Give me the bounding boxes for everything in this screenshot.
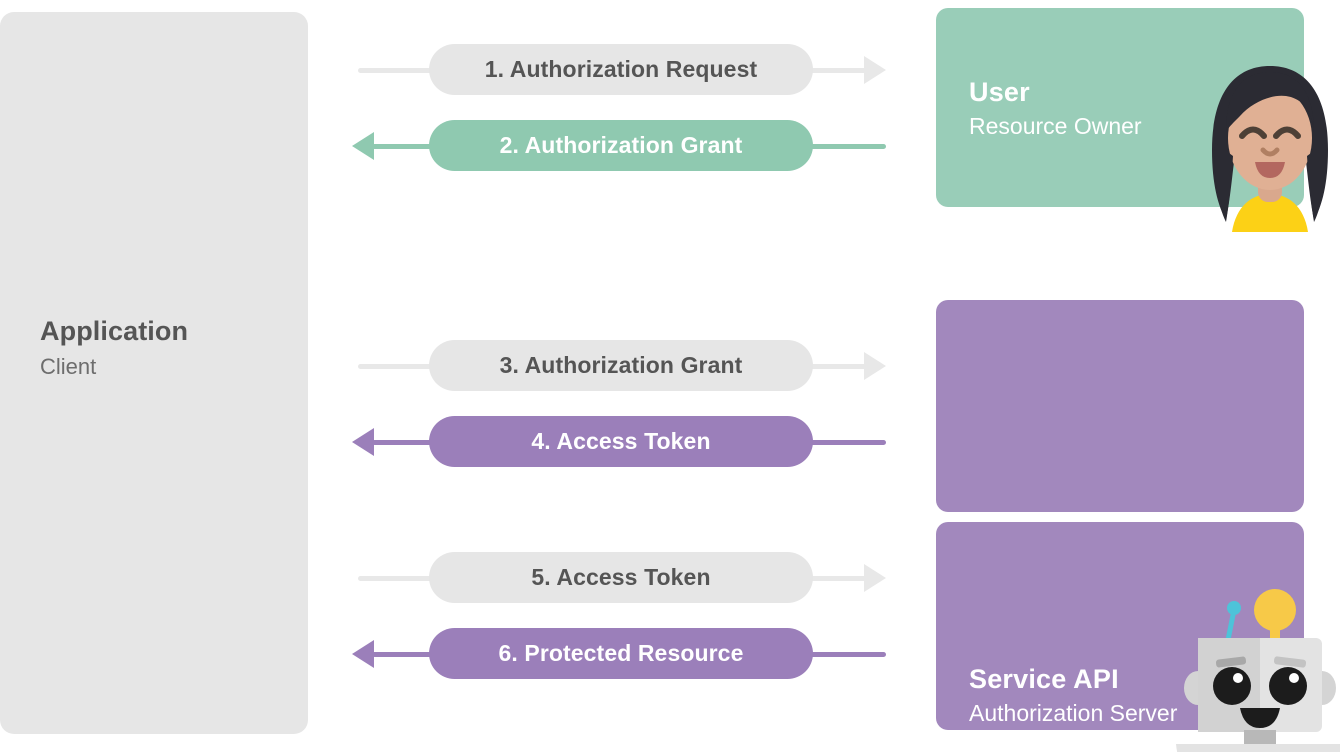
client-application-label-group: Application Client: [40, 315, 290, 381]
flow-1-arrowhead-right-icon: [864, 56, 886, 84]
client-application-panel: Application Client: [0, 12, 308, 734]
client-application-title: Application: [40, 316, 189, 346]
flow-4-line-neck: [810, 440, 886, 445]
flow-6-arrowhead-left-icon: [352, 640, 374, 668]
flow-3-line-tail: [358, 364, 432, 369]
flow-1-line-neck: [810, 68, 870, 73]
actor-box-authorization-server: Service API Authorization Server: [936, 300, 1304, 726]
user-label-group: User Resource Owner: [969, 76, 1142, 142]
flow-2-label: 2. Authorization Grant: [499, 132, 743, 158]
flow-6-label: 6. Protected Resource: [498, 640, 744, 666]
flow-pill-1[interactable]: 1. Authorization Request: [429, 44, 813, 95]
flow-row-6: 6. Protected Resource: [350, 628, 890, 680]
flow-5-line-neck: [810, 576, 870, 581]
authorization-server-title: Service API: [969, 664, 1119, 694]
flow-3-arrowhead-right-icon: [864, 352, 886, 380]
flow-row-3: 3. Authorization Grant: [350, 340, 890, 392]
flow-pill-6[interactable]: 6. Protected Resource: [429, 628, 813, 679]
flow-1-line-tail: [358, 68, 432, 73]
flow-1-label: 1. Authorization Request: [484, 56, 758, 82]
flow-2-arrowhead-left-icon: [352, 132, 374, 160]
flow-3-label: 3. Authorization Grant: [499, 352, 743, 378]
flow-5-line-tail: [358, 576, 432, 581]
flow-row-2: 2. Authorization Grant: [350, 120, 890, 172]
flow-2-line-neck: [810, 144, 886, 149]
flow-row-5: 5. Access Token: [350, 552, 890, 604]
user-title: User: [969, 77, 1030, 107]
client-application-subtitle: Client: [40, 353, 97, 379]
flow-pill-5[interactable]: 5. Access Token: [429, 552, 813, 603]
authorization-server-label-group: Service API Authorization Server: [969, 663, 1177, 729]
user-subtitle: Resource Owner: [969, 112, 1142, 139]
flow-pill-4[interactable]: 4. Access Token: [429, 416, 813, 467]
authorization-server-box-background: [936, 300, 1304, 512]
authorization-server-subtitle: Authorization Server: [969, 699, 1178, 726]
flow-5-arrowhead-right-icon: [864, 564, 886, 592]
flow-4-line-tail: [372, 440, 434, 445]
flow-6-line-tail: [372, 652, 434, 657]
flow-row-1: 1. Authorization Request: [350, 44, 890, 96]
flow-5-label: 5. Access Token: [531, 564, 711, 590]
actor-box-user: User Resource Owner: [936, 8, 1304, 207]
flow-3-line-neck: [810, 364, 870, 369]
flow-4-arrowhead-left-icon: [352, 428, 374, 456]
flow-6-line-neck: [810, 652, 886, 657]
flow-2-line-tail: [372, 144, 434, 149]
flow-4-label: 4. Access Token: [531, 428, 711, 454]
flow-row-4: 4. Access Token: [350, 416, 890, 468]
flow-pill-3[interactable]: 3. Authorization Grant: [429, 340, 813, 391]
flow-pill-2[interactable]: 2. Authorization Grant: [429, 120, 813, 171]
